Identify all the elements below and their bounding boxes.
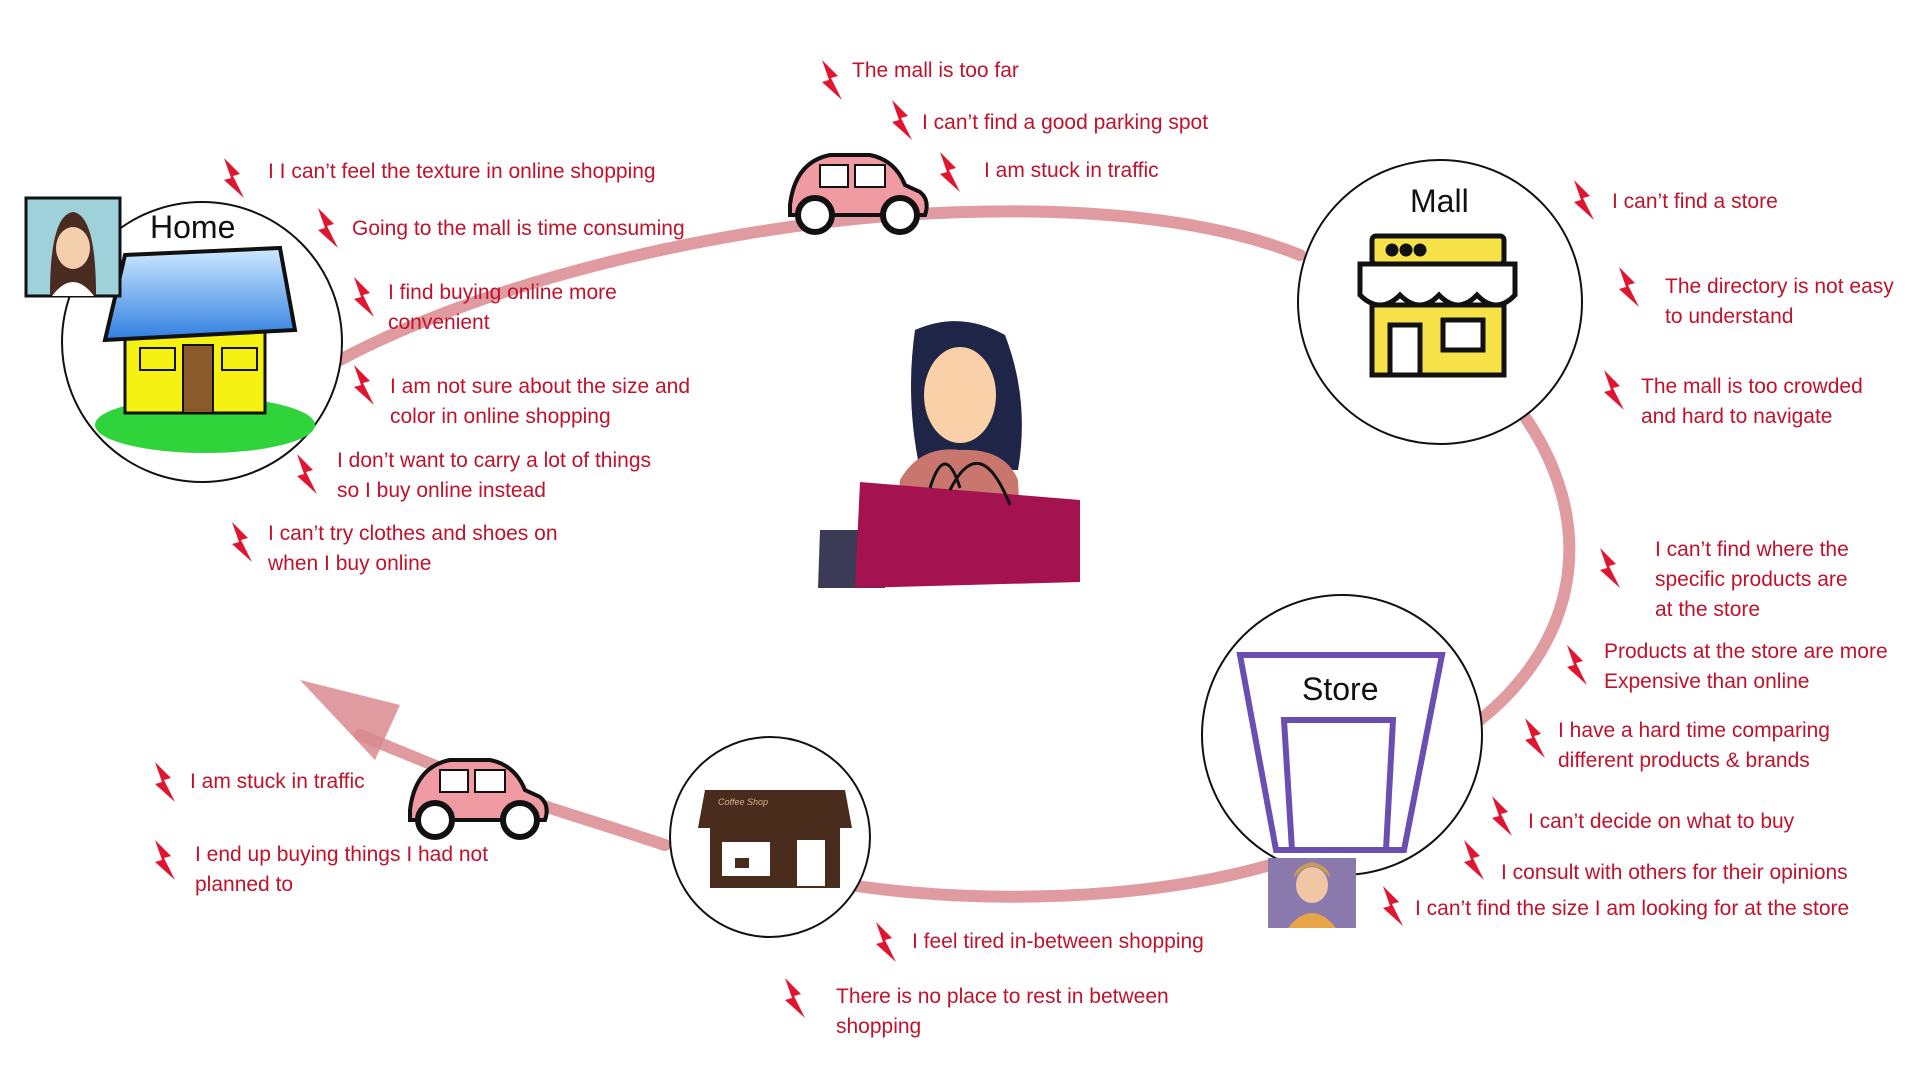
journey-arrow-head (300, 680, 400, 760)
lightning-bolt-icon (1492, 796, 1512, 836)
pain-point: Products at the store are more Expensive… (1604, 640, 1888, 693)
coffee-shop-sign: Coffee Shop (718, 797, 768, 807)
coffee-shop-node: Coffee Shop (669, 736, 871, 938)
lightning-bolt-icon (155, 840, 175, 880)
lightning-bolt-icon (232, 522, 252, 562)
pain-point: I am not sure about the size and color i… (390, 375, 691, 428)
lightning-bolt-icon (822, 60, 842, 100)
lightning-bolt-icon (1574, 180, 1594, 220)
pain-point: I can’t try clothes and shoes on when I … (268, 522, 558, 575)
pain-point: I feel tired in-between shopping (912, 930, 1204, 953)
pain-point: Going to the mall is time consuming (352, 217, 685, 240)
assistant-avatar (1268, 858, 1356, 928)
store-node: Store (1201, 594, 1483, 876)
lightning-bolt-icon (1619, 267, 1639, 307)
car-icon (788, 153, 929, 235)
lightning-bolt-icon (1567, 645, 1587, 685)
pain-point: I am stuck in traffic (190, 770, 365, 793)
mall-node: Mall (1297, 159, 1583, 445)
pain-point: I I can’t feel the texture in online sho… (268, 160, 656, 183)
lightning-bolt-icon (785, 978, 805, 1018)
pain-point: I can’t decide on what to buy (1528, 810, 1795, 833)
pain-point: I don’t want to carry a lot of things so… (337, 449, 651, 502)
pain-point: I am stuck in traffic (984, 159, 1159, 182)
woman-avatar (24, 196, 122, 298)
pain-point: There is no place to rest in between sho… (836, 985, 1169, 1038)
lightning-bolt-icon (940, 152, 960, 192)
lightning-bolt-icon (1600, 548, 1620, 588)
pain-point: The mall is too far (852, 59, 1019, 82)
car-icon (408, 758, 549, 840)
home-node: Home (61, 201, 343, 483)
lightning-bolt-icon (354, 277, 374, 317)
lightning-bolt-icon (1525, 718, 1545, 758)
pain-point: The directory is not easy to understand (1665, 275, 1894, 328)
lightning-bolt-icon (354, 365, 374, 405)
lightning-bolt-icon (1604, 370, 1624, 410)
pain-point: I consult with others for their opinions (1501, 861, 1848, 884)
pain-point: I can’t find the size I am looking for a… (1415, 897, 1850, 920)
lightning-bolt-icon (297, 454, 317, 494)
store-label: Store (1302, 671, 1378, 707)
pain-point: I can’t find where the specific products… (1655, 538, 1849, 621)
shop-icon (1357, 233, 1518, 378)
lightning-bolt-icon (1383, 886, 1403, 926)
pain-point: I can’t find a good parking spot (922, 111, 1209, 134)
lightning-bolt-icon (892, 100, 912, 140)
pain-point: I can’t find a store (1612, 190, 1778, 213)
lightning-bolt-icon (224, 158, 244, 198)
mall-label: Mall (1410, 183, 1469, 219)
pain-point: I find buying online more convenient (388, 281, 617, 334)
lightning-bolt-icon (1464, 840, 1484, 880)
pain-point: The mall is too crowded and hard to navi… (1641, 375, 1863, 428)
pain-point: I have a hard time comparing different p… (1558, 719, 1830, 772)
house-icon (102, 245, 298, 415)
shopper-figure (818, 321, 1080, 588)
lightning-bolt-icon (318, 208, 338, 248)
pain-point: I end up buying things I had not planned… (195, 843, 489, 896)
lightning-bolt-icon (155, 762, 175, 802)
home-label: Home (150, 209, 235, 245)
lightning-bolt-icon (876, 922, 896, 962)
